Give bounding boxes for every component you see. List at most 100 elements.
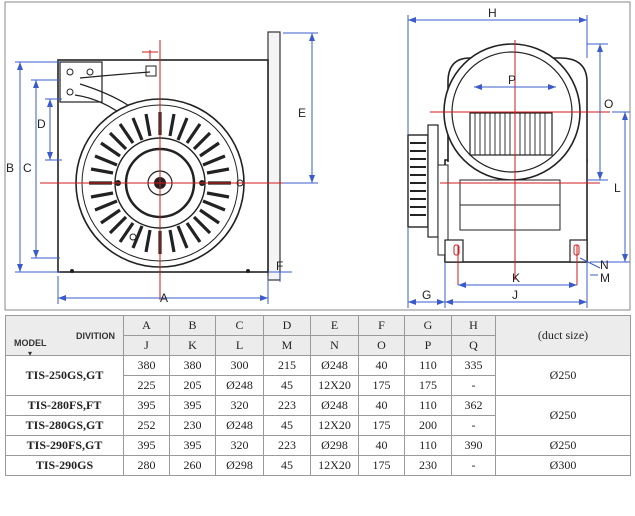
model-name: TIS-290GS	[5, 455, 124, 476]
header-cell: G	[404, 315, 452, 336]
table-cell: 12X20	[310, 415, 359, 436]
model-name: TIS-250GS,GT	[5, 355, 124, 396]
table-cell: 45	[263, 375, 311, 396]
table-cell: 12X20	[310, 375, 359, 396]
header-cell: D	[263, 315, 311, 336]
table-row: TIS-280FS,FT 395 395 320 223 Ø248 40 110…	[5, 395, 631, 436]
header-cell: Q	[451, 335, 496, 356]
side-dimension-lines	[407, 15, 630, 308]
front-view	[57, 31, 281, 281]
table-cell: Ø298	[215, 455, 264, 476]
model-name: TIS-280GS,GT	[5, 415, 124, 436]
duct-size-cell: Ø300	[495, 455, 631, 476]
table-cell: 225	[123, 375, 170, 396]
label-F: F	[276, 259, 283, 273]
header-cell: A	[123, 315, 170, 336]
table-cell: 45	[263, 415, 311, 436]
table-cell: -	[451, 455, 496, 476]
header-row-1: DIVITION MODEL ▾ A B C D E F G H (duct s…	[5, 315, 631, 358]
header-cell: F	[358, 315, 405, 336]
division-label: DIVITION	[75, 331, 115, 341]
table-cell: 395	[169, 395, 216, 416]
table-cell: 223	[263, 395, 311, 416]
table-cell: 110	[404, 435, 452, 456]
spec-table-wrapper: DIVITION MODEL ▾ A B C D E F G H (duct s…	[5, 315, 631, 476]
duct-size-cell: Ø250	[495, 395, 631, 436]
label-J: J	[512, 288, 518, 302]
duct-size-cell: Ø250	[495, 435, 631, 456]
label-L: L	[614, 181, 621, 195]
header-cell: M	[263, 335, 311, 356]
table-cell: 252	[123, 415, 170, 436]
label-M: M	[600, 271, 610, 285]
table-cell: 395	[123, 435, 170, 456]
table-cell: 175	[358, 455, 405, 476]
table-cell: Ø248	[310, 395, 359, 416]
header-cell: N	[310, 335, 359, 356]
table-cell: -	[451, 375, 496, 396]
table-row: TIS-290FS,GT 395 395 320 223 Ø298 40 110…	[5, 435, 631, 456]
table-cell: 362	[451, 395, 496, 416]
header-cell: J	[123, 335, 170, 356]
table-cell: 380	[169, 355, 216, 376]
model-name: TIS-280FS,FT	[5, 395, 124, 416]
label-G: G	[422, 288, 431, 302]
table-cell: 320	[215, 435, 264, 456]
table-cell: 110	[404, 355, 452, 376]
table-cell: -	[451, 415, 496, 436]
spec-table: DIVITION MODEL ▾ A B C D E F G H (duct s…	[5, 315, 631, 476]
table-cell: 395	[169, 435, 216, 456]
table-cell: 300	[215, 355, 264, 376]
table-cell: Ø298	[310, 435, 359, 456]
header-cell: P	[404, 335, 452, 356]
table-cell: 40	[358, 435, 405, 456]
table-cell: 395	[123, 395, 170, 416]
table-cell: 280	[123, 455, 170, 476]
model-division-corner: DIVITION MODEL ▾	[5, 315, 124, 358]
table-cell: 230	[169, 415, 216, 436]
label-H: H	[488, 6, 497, 20]
label-D: D	[37, 117, 46, 131]
table-cell: 390	[451, 435, 496, 456]
table-cell: 45	[263, 455, 311, 476]
label-B: B	[6, 161, 14, 175]
table-cell: 175	[358, 375, 405, 396]
table-cell: 260	[169, 455, 216, 476]
label-P: P	[508, 73, 516, 87]
table-cell: 40	[358, 395, 405, 416]
label-C: C	[23, 161, 32, 175]
header-cell: E	[310, 315, 359, 336]
front-dimension-lines	[15, 32, 318, 304]
table-cell: 175	[358, 415, 405, 436]
table-cell: Ø248	[310, 355, 359, 376]
model-label: MODEL	[14, 338, 47, 348]
table-cell: Ø248	[215, 375, 264, 396]
duct-size-cell: Ø250	[495, 355, 631, 396]
model-name: TIS-290FS,GT	[5, 435, 124, 456]
header-cell: L	[215, 335, 264, 356]
table-cell: 380	[123, 355, 170, 376]
duct-size-header: (duct size)	[495, 315, 631, 356]
table-cell: 12X20	[310, 455, 359, 476]
table-cell: 200	[404, 415, 452, 436]
label-N: N	[600, 258, 609, 272]
table-cell: Ø248	[215, 415, 264, 436]
table-cell: 110	[404, 395, 452, 416]
table-cell: 223	[263, 435, 311, 456]
label-O: O	[604, 97, 613, 111]
label-A: A	[160, 291, 168, 305]
front-center-lines	[40, 40, 285, 300]
header-cell: K	[169, 335, 216, 356]
fan-dimension-drawing: B C D E A F	[4, 1, 631, 311]
table-row: TIS-290GS 280 260 Ø298 45 12X20 175 230 …	[5, 455, 631, 476]
label-K: K	[512, 271, 520, 285]
table-cell: 335	[451, 355, 496, 376]
table-cell: 175	[404, 375, 452, 396]
header-cell: O	[358, 335, 405, 356]
triangle-down-icon: ▾	[28, 349, 33, 358]
header-cell: C	[215, 315, 264, 336]
table-cell: 205	[169, 375, 216, 396]
table-row: TIS-250GS,GT 380 380 300 215 Ø248 40 110…	[5, 355, 631, 396]
side-view	[407, 43, 588, 263]
table-row: 225 205 Ø248 45 12X20 175 175 -	[6, 375, 631, 396]
